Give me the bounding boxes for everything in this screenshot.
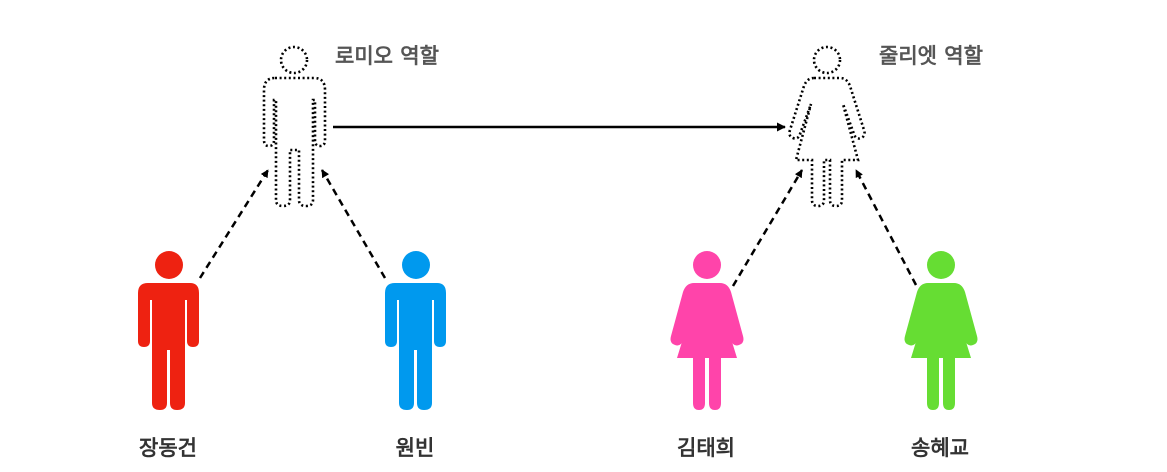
actor2-name-label: 원빈 [396, 436, 435, 460]
actor4-female-figure-icon [904, 251, 978, 410]
actor1-name-label: 장동건 [139, 436, 197, 460]
actor1-to-romeo-arrow [198, 169, 270, 279]
actor2-to-romeo-arrow [320, 169, 387, 279]
actor3-female-figure-icon [670, 251, 744, 410]
actor3-name-label: 김태희 [677, 436, 735, 460]
juliet-role-label: 줄리엣 역할 [879, 44, 983, 68]
romeo-role-figure-icon [262, 45, 327, 208]
actor2-male-figure-icon [385, 251, 446, 410]
actor4-name-label: 송혜교 [911, 436, 969, 460]
romeo-role-label: 로미오 역할 [335, 44, 439, 68]
actor1-male-figure-icon [138, 251, 199, 410]
actor3-to-juliet-arrow [731, 169, 804, 287]
actor4-to-juliet-arrow [854, 169, 918, 286]
juliet-role-figure-icon [788, 45, 866, 208]
